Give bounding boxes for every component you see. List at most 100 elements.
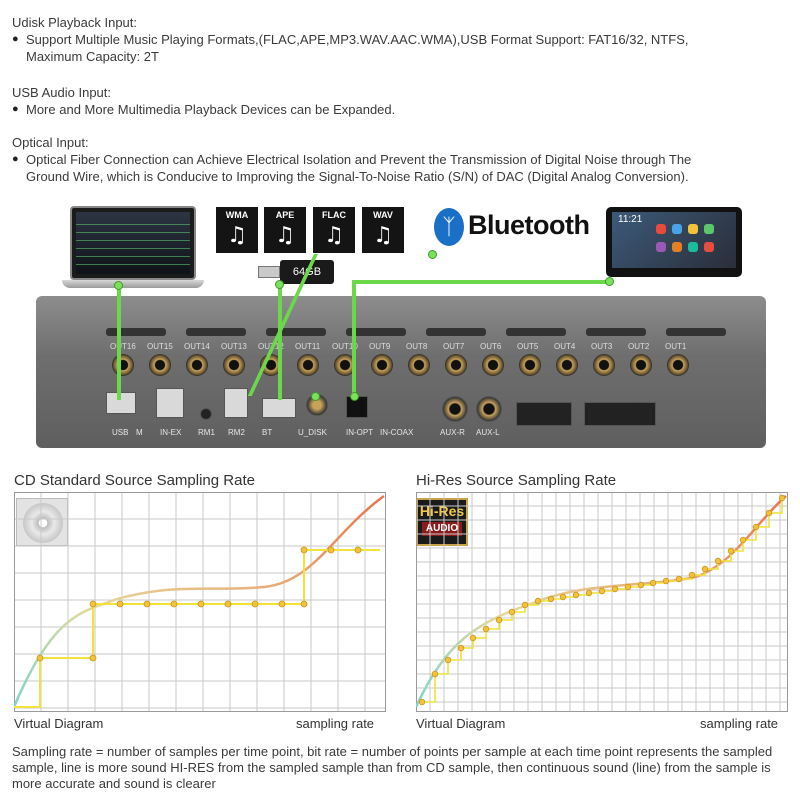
- output-jack-out5: [519, 354, 541, 376]
- bluetooth-label: Bluetooth: [468, 210, 590, 240]
- output-label-out4: OUT4: [554, 342, 576, 351]
- cd-chart-title: CD Standard Source Sampling Rate: [14, 472, 255, 489]
- hires-sample-point: [521, 601, 529, 609]
- output-label-out15: OUT15: [147, 342, 173, 351]
- usb-audio-title: USB Audio Input:: [12, 85, 112, 100]
- output-label-out3: OUT3: [591, 342, 613, 351]
- wav-icon: WAV♫: [362, 207, 404, 253]
- hires-sample-point: [649, 579, 657, 587]
- input-label-u-disk: U_DISK: [298, 428, 327, 437]
- output-label-out13: OUT13: [221, 342, 247, 351]
- udisk-continuation: Maximum Capacity: 2T: [26, 49, 159, 64]
- output-jack-out8: [408, 354, 430, 376]
- input-label-in-opt: IN-OPT: [346, 428, 374, 437]
- input-label-rm1: RM1: [198, 428, 215, 437]
- output-jack-out13: [223, 354, 245, 376]
- hires-sample-point: [675, 575, 683, 583]
- input-label-in-ex: IN-EX: [160, 428, 182, 437]
- hires-continuous-curve: [416, 495, 787, 708]
- hires-sample-point: [457, 644, 465, 652]
- flac-icon: FLAC♫: [313, 207, 355, 253]
- connector-block-b: [584, 402, 656, 426]
- hires-sample-point: [444, 656, 452, 664]
- hires-sample-point: [585, 589, 593, 597]
- hires-sample-point: [714, 557, 722, 565]
- hires-chart-title: Hi-Res Source Sampling Rate: [416, 472, 617, 489]
- usb-port: [106, 392, 136, 414]
- output-label-out16: OUT16: [110, 342, 136, 351]
- usb-stick-image: 64GB: [258, 260, 334, 284]
- hires-sample-point: [778, 494, 786, 502]
- output-jack-out10: [334, 354, 356, 376]
- output-jack-out4: [556, 354, 578, 376]
- output-jack-out2: [630, 354, 652, 376]
- udisk-bullet: Support Multiple Music Playing Formats,(…: [12, 31, 688, 48]
- hires-sample-point: [431, 670, 439, 678]
- output-label-out8: OUT8: [406, 342, 428, 351]
- input-label-m: M: [136, 428, 143, 437]
- output-label-out2: OUT2: [628, 342, 650, 351]
- hires-sample-point: [482, 625, 490, 633]
- output-label-out1: OUT1: [665, 342, 687, 351]
- usb-audio-bullet: More and More Multimedia Playback Device…: [12, 101, 395, 118]
- output-label-out9: OUT9: [369, 342, 391, 351]
- hires-sample-point: [727, 547, 735, 555]
- cd-chart: [14, 492, 386, 712]
- input-label-aux-l: AUX-L: [476, 428, 500, 437]
- ape-icon: APE♫: [264, 207, 306, 253]
- input-label-in-coax: IN-COAX: [380, 428, 414, 437]
- hires-sample-point: [559, 593, 567, 601]
- hires-sample-points: [418, 494, 786, 706]
- cd-continuous-curve: [14, 494, 385, 708]
- optical-bullet: Optical Fiber Connection can Achieve Ele…: [12, 151, 691, 168]
- bt-port: [262, 398, 296, 418]
- hires-chart: [416, 492, 788, 712]
- output-jack-out14: [186, 354, 208, 376]
- udisk-title: Udisk Playback Input:: [12, 15, 138, 30]
- rm2-port: [224, 388, 248, 418]
- hires-sample-point: [495, 616, 503, 624]
- hires-sample-point: [572, 591, 580, 599]
- output-jack-out16: [112, 354, 134, 376]
- output-jack-out6: [482, 354, 504, 376]
- hires-sample-point: [469, 634, 477, 642]
- cd-ylabel: Virtual Diagram: [14, 716, 104, 731]
- rm1-port: [200, 408, 212, 420]
- in-ex-port: [156, 388, 184, 418]
- output-jack-out9: [371, 354, 393, 376]
- hires-sample-point: [547, 595, 555, 603]
- laptop-image: [62, 206, 204, 290]
- input-label-rm2: RM2: [228, 428, 245, 437]
- output-jack-out1: [667, 354, 689, 376]
- output-jack-out15: [149, 354, 171, 376]
- cd-step-line: [14, 549, 380, 708]
- input-label-bt: BT: [262, 428, 273, 437]
- amplifier-image: [36, 296, 766, 448]
- output-jack-out11: [297, 354, 319, 376]
- connector-block-a: [516, 402, 572, 426]
- input-label-aux-r: AUX-R: [440, 428, 465, 437]
- usb-audio-section: USB Audio Input: More and More Multimedi…: [12, 84, 395, 118]
- output-label-out5: OUT5: [517, 342, 539, 351]
- hires-sample-point: [752, 523, 760, 531]
- hires-sample-point: [688, 571, 696, 579]
- output-label-out14: OUT14: [184, 342, 210, 351]
- aux-l-port: [476, 396, 502, 422]
- tablet-clock: 11:21: [618, 214, 643, 225]
- hires-sample-point: [611, 585, 619, 593]
- wma-icon: WMA♫: [216, 207, 258, 253]
- hires-sample-point: [534, 597, 542, 605]
- hires-xlabel: sampling rate: [700, 716, 779, 731]
- udisk-section: Udisk Playback Input: Support Multiple M…: [12, 14, 688, 65]
- output-jack-out3: [593, 354, 615, 376]
- optical-section: Optical Input: Optical Fiber Connection …: [12, 134, 691, 185]
- hires-sample-point: [418, 698, 426, 706]
- output-label-out6: OUT6: [480, 342, 502, 351]
- hires-step-line: [422, 498, 783, 703]
- output-label-out10: OUT10: [332, 342, 358, 351]
- hires-sample-point: [739, 536, 747, 544]
- bluetooth-icon: ᛉ: [434, 208, 464, 246]
- hires-ylabel: Virtual Diagram: [416, 716, 506, 731]
- hires-sample-point: [598, 587, 606, 595]
- hires-sample-point: [508, 608, 516, 616]
